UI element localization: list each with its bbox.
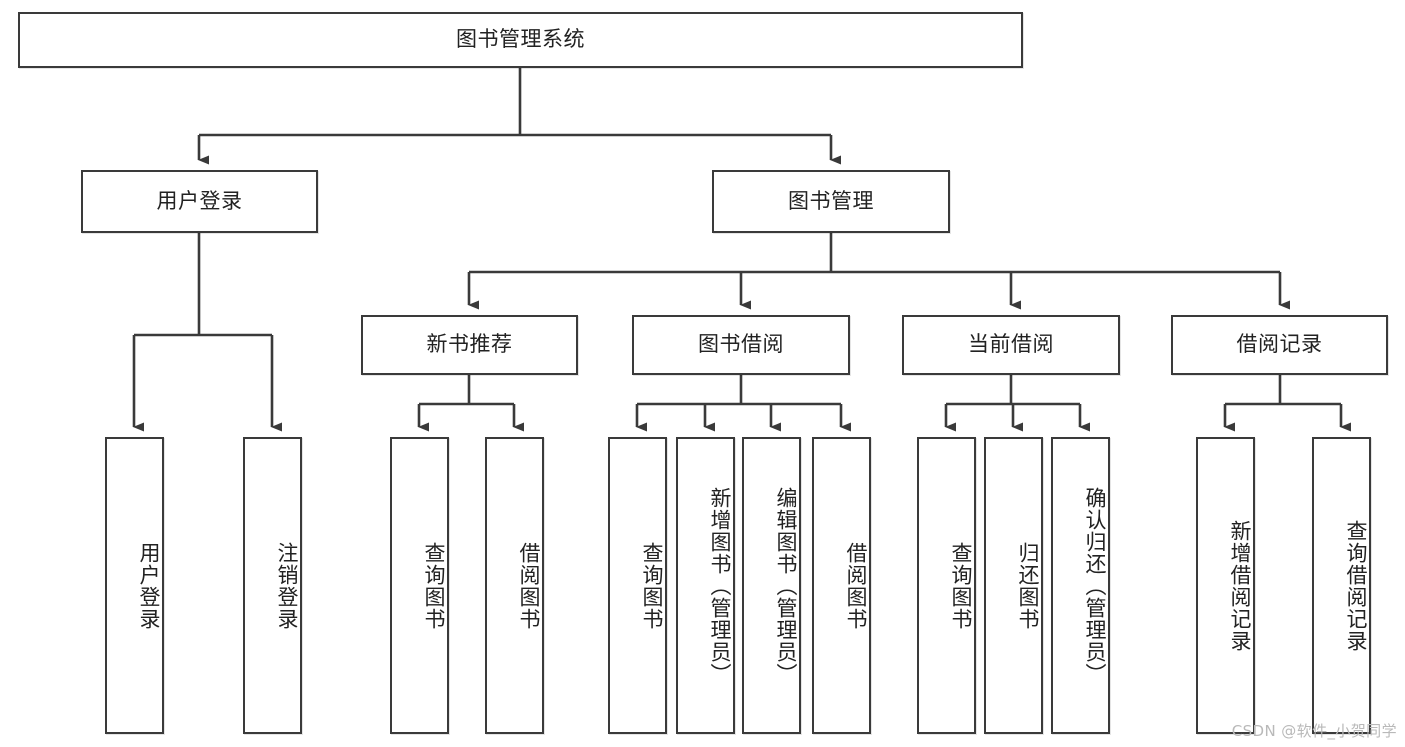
leaf-book-borrow-edit[interactable]: 编辑图书（管理员） — [742, 437, 801, 734]
leaf-current-borrow-query[interactable]: 查询图书 — [917, 437, 976, 734]
node-book-borrow[interactable]: 图书借阅 — [632, 315, 850, 375]
leaf-borrow-record-add[interactable]: 新增借阅记录 — [1196, 437, 1255, 734]
node-current-borrow[interactable]: 当前借阅 — [902, 315, 1120, 375]
leaf-user-login-signout[interactable]: 注销登录 — [243, 437, 302, 734]
leaf-new-book-borrow[interactable]: 借阅图书 — [485, 437, 544, 734]
leaf-new-book-query[interactable]: 查询图书 — [390, 437, 449, 734]
leaf-borrow-record-query[interactable]: 查询借阅记录 — [1312, 437, 1371, 734]
node-book-management[interactable]: 图书管理 — [712, 170, 950, 233]
leaf-current-borrow-return[interactable]: 归还图书 — [984, 437, 1043, 734]
leaf-current-borrow-confirm-return[interactable]: 确认归还（管理员） — [1051, 437, 1110, 734]
node-new-book-recommend[interactable]: 新书推荐 — [361, 315, 578, 375]
leaf-book-borrow-query[interactable]: 查询图书 — [608, 437, 667, 734]
node-borrow-record[interactable]: 借阅记录 — [1171, 315, 1388, 375]
leaf-user-login-signin[interactable]: 用户登录 — [105, 437, 164, 734]
node-root-system[interactable]: 图书管理系统 — [18, 12, 1023, 68]
node-user-login[interactable]: 用户登录 — [81, 170, 318, 233]
leaf-book-borrow-lend[interactable]: 借阅图书 — [812, 437, 871, 734]
watermark-text: CSDN @软件_小贺同学 — [1231, 722, 1397, 740]
leaf-book-borrow-add[interactable]: 新增图书（管理员） — [676, 437, 735, 734]
